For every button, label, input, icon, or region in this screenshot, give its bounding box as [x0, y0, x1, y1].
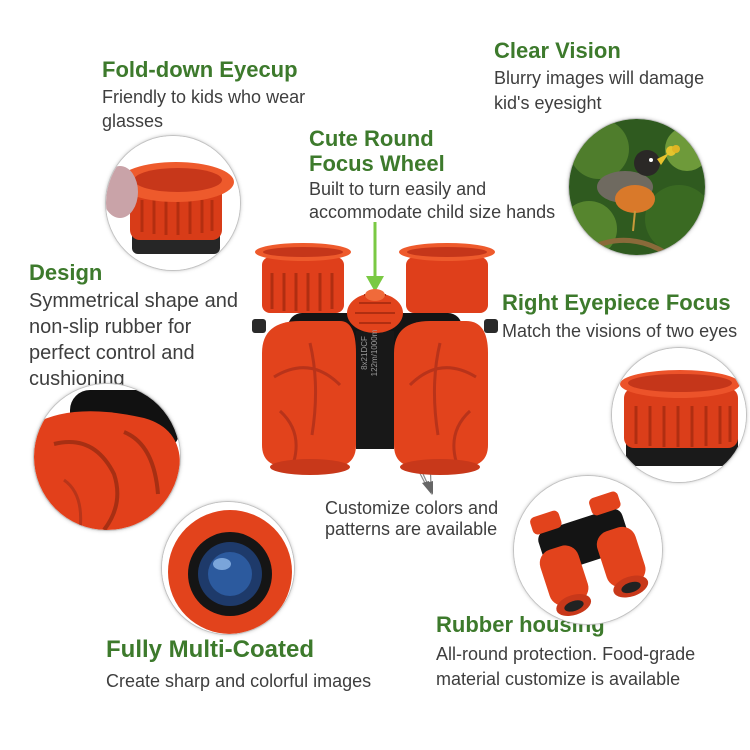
- eyepiece-desc-line1: Match the visions of two eyes: [502, 321, 738, 341]
- eyecup-desc-line2: glasses: [102, 111, 164, 131]
- bird-photo-image: [569, 119, 705, 255]
- customize-desc-line1: Customize colors and: [325, 498, 499, 518]
- coated-desc-line1: Create sharp and colorful images: [106, 671, 372, 691]
- design-title: Design: [29, 260, 103, 285]
- vision-desc-line2: kid's eyesight: [494, 93, 602, 113]
- rubber-body-closeup-image: [34, 384, 180, 530]
- multi-coated-lens-image: [162, 502, 294, 634]
- spec-line1: 8x21DCF: [360, 336, 369, 370]
- design-desc-line2: non-slip rubber for: [29, 316, 192, 338]
- focus-wheel-title-line2: Focus Wheel: [309, 151, 445, 176]
- customize-desc-line2: patterns are available: [325, 519, 498, 539]
- vision-desc-line1: Blurry images will damage: [494, 68, 705, 88]
- eyepiece-title: Right Eyepiece Focus: [502, 290, 731, 315]
- spec-print: 8x21DCF 122m/1000m: [360, 308, 390, 398]
- binoculars-angle-image: [514, 476, 662, 624]
- design-desc-line1: Symmetrical shape and: [29, 290, 238, 312]
- binoculars-product-image: [252, 243, 498, 475]
- spec-line2: 122m/1000m: [370, 329, 379, 377]
- coated-title: Fully Multi-Coated: [106, 636, 314, 663]
- focus-wheel-title-line1: Cute Round: [309, 126, 434, 151]
- focus-wheel-desc-line2: accommodate child size hands: [309, 202, 556, 222]
- eyecup-closeup-image: [106, 136, 240, 270]
- housing-desc-line1: All-round protection. Food-grade: [436, 644, 696, 664]
- eyecup-title: Fold-down Eyecup: [102, 57, 298, 82]
- eyepiece-closeup-image: [612, 348, 746, 482]
- down-arrow-icon: [366, 222, 384, 292]
- eyecup-desc-line1: Friendly to kids who wear: [102, 87, 306, 107]
- design-desc-line3: perfect control and: [29, 342, 195, 364]
- housing-desc-line2: material customize is available: [436, 669, 681, 689]
- vision-title: Clear Vision: [494, 38, 621, 63]
- focus-wheel-desc-line1: Built to turn easily and: [309, 179, 487, 199]
